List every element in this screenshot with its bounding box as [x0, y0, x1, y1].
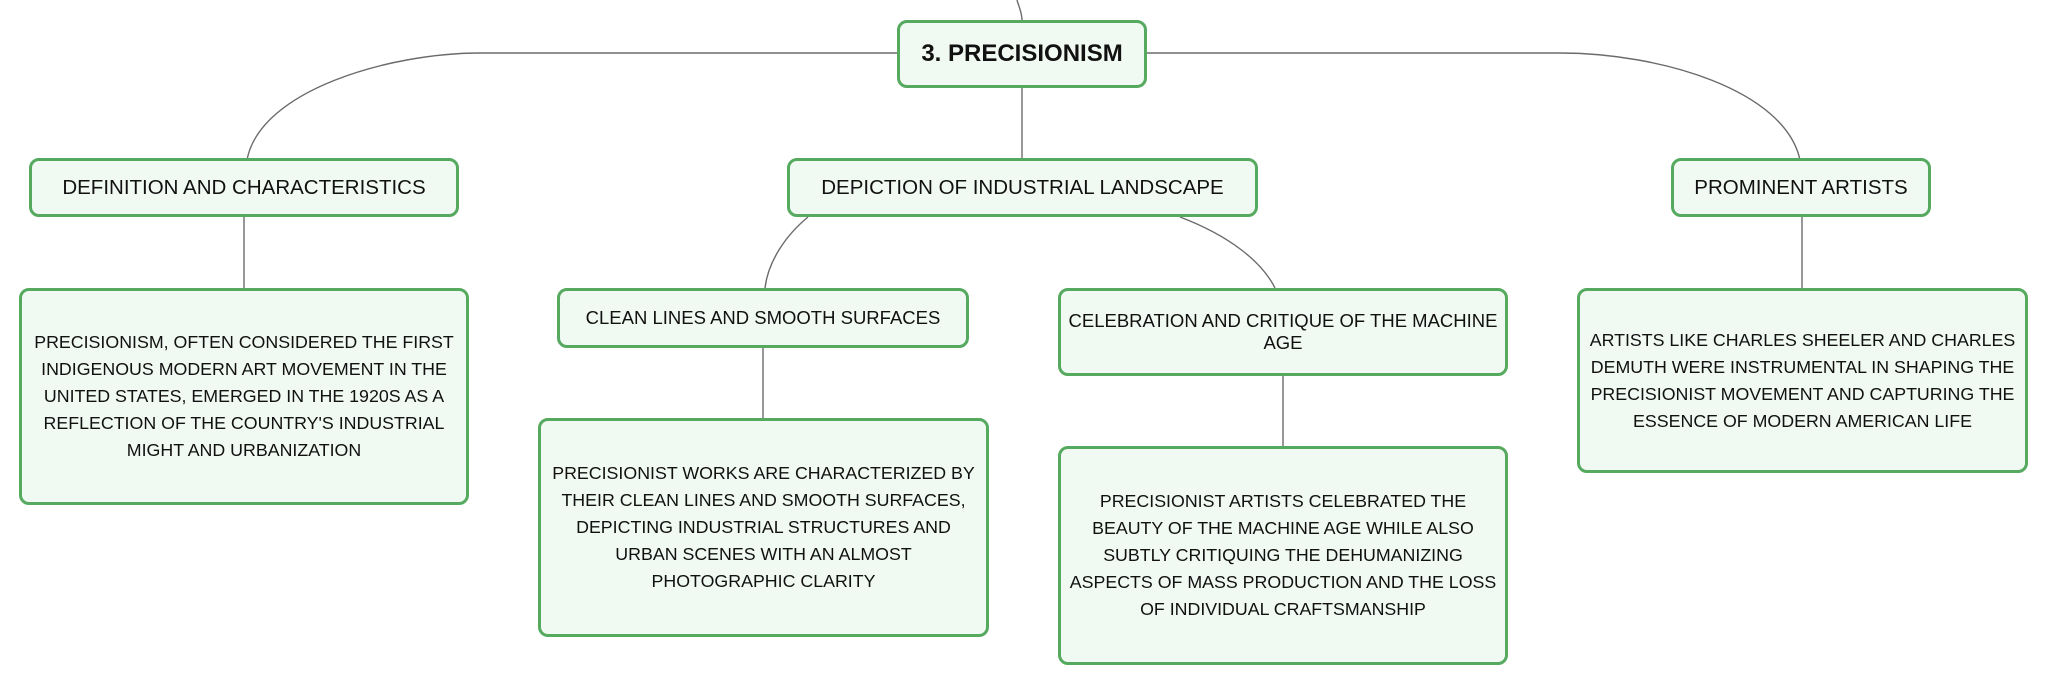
connector-industrial-to-machine-age [1179, 216, 1276, 289]
definition-detail-text: PRECISIONISM, OFTEN CONSIDERED THE FIRST… [34, 332, 454, 460]
artists-detail-text: ARTISTS LIKE CHARLES SHEELER AND CHARLES… [1589, 329, 2016, 431]
root-node-label: 3. PRECISIONISM [921, 40, 1123, 67]
artists-detail-node[interactable]: ARTISTS LIKE CHARLES SHEELER AND CHARLES… [1577, 288, 2028, 473]
clean-lines-detail-node[interactable]: PRECISIONIST WORKS ARE CHARACTERIZED BY … [538, 418, 989, 637]
machine-age-detail-node[interactable]: PRECISIONIST ARTISTS CELEBRATED THE BEAU… [1058, 446, 1508, 665]
definition-detail-node[interactable]: PRECISIONISM, OFTEN CONSIDERED THE FIRST… [19, 288, 469, 505]
root-node[interactable]: 3. PRECISIONISM [897, 20, 1147, 88]
definition-node[interactable]: DEFINITION AND CHARACTERISTICS [29, 158, 459, 217]
industrial-node[interactable]: DEPICTION OF INDUSTRIAL LANDSCAPE [787, 158, 1258, 217]
machine-age-node-label: CELEBRATION AND CRITIQUE OF THE MACHINE … [1068, 310, 1498, 353]
connector-root-to-definition [246, 52, 897, 161]
industrial-node-label: DEPICTION OF INDUSTRIAL LANDSCAPE [821, 175, 1224, 199]
artists-node[interactable]: PROMINENT ARTISTS [1671, 158, 1931, 217]
connector-industrial-to-clean-lines [764, 216, 809, 289]
machine-age-detail-text: PRECISIONIST ARTISTS CELEBRATED THE BEAU… [1069, 491, 1497, 619]
connector-root-to-artists [1147, 52, 1801, 161]
definition-node-label: DEFINITION AND CHARACTERISTICS [62, 175, 426, 199]
connector-parent-to-root [1016, 0, 1023, 21]
machine-age-node[interactable]: CELEBRATION AND CRITIQUE OF THE MACHINE … [1058, 288, 1508, 376]
clean-lines-node-label: CLEAN LINES AND SMOOTH SURFACES [585, 307, 941, 328]
clean-lines-detail-text: PRECISIONIST WORKS ARE CHARACTERIZED BY … [552, 463, 975, 591]
artists-node-label: PROMINENT ARTISTS [1694, 175, 1908, 199]
clean-lines-node[interactable]: CLEAN LINES AND SMOOTH SURFACES [557, 288, 969, 348]
